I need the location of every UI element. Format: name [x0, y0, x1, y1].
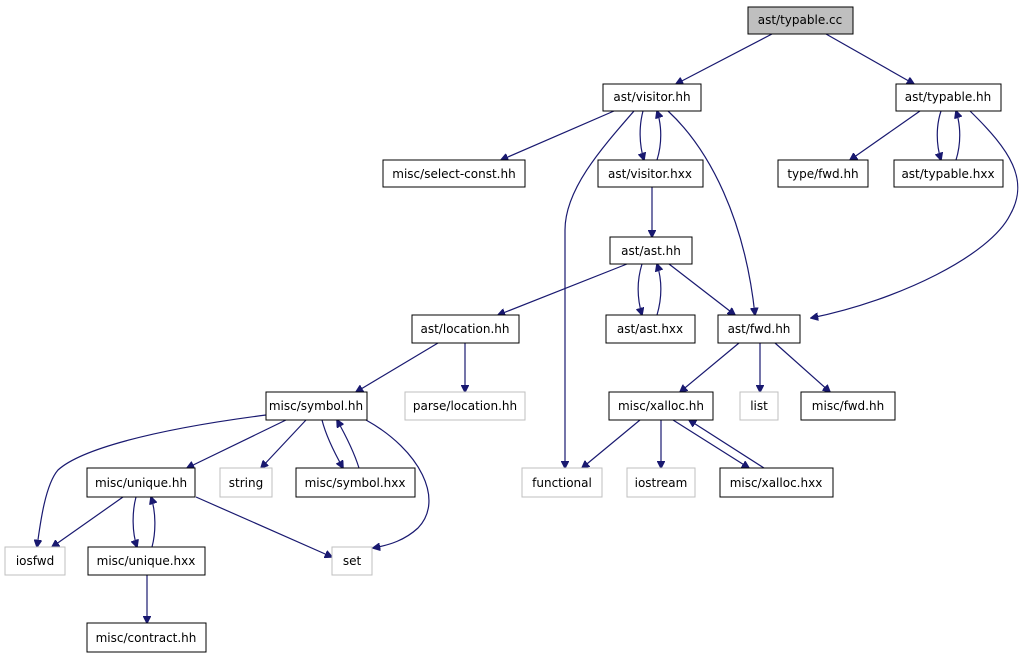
svg-text:ast/visitor.hh: ast/visitor.hh [613, 90, 690, 104]
edge-unique-hxx-to-unique-hh [151, 497, 155, 548]
edge-ast-fwd-to-xalloc-hh [680, 342, 740, 392]
node-string[interactable]: string [219, 467, 273, 498]
svg-text:ast/location.hh: ast/location.hh [421, 322, 510, 336]
node-ast-location-hh[interactable]: ast/location.hh [411, 314, 520, 344]
edge-symbol-hh-to-symbol-hxx [321, 419, 343, 468]
svg-text:parse/location.hh: parse/location.hh [413, 399, 517, 413]
node-misc-symbol-hh[interactable]: misc/symbol.hh [265, 391, 368, 421]
node-misc-fwd-hh[interactable]: misc/fwd.hh [800, 391, 896, 421]
svg-text:list: list [750, 399, 768, 413]
svg-text:misc/symbol.hh: misc/symbol.hh [269, 399, 363, 413]
edge-typable-hh-to-typable-hxx [937, 110, 941, 160]
edge-symbol-hh-to-iosfwd [37, 414, 267, 547]
edge-symbol-hh-to-unique-hh [187, 419, 287, 468]
svg-text:ast/visitor.hxx: ast/visitor.hxx [608, 167, 692, 181]
svg-text:misc/select-const.hh: misc/select-const.hh [392, 167, 515, 181]
svg-text:misc/fwd.hh: misc/fwd.hh [812, 399, 884, 413]
edge-root-to-typable-hh [825, 33, 914, 84]
node-parse-location-hh[interactable]: parse/location.hh [404, 391, 526, 421]
edge-typable-hxx-to-typable-hh [956, 111, 960, 161]
node-misc-contract-hh[interactable]: misc/contract.hh [86, 622, 207, 653]
svg-text:iostream: iostream [635, 476, 688, 490]
edge-visitor-hh-to-select-const [501, 110, 615, 160]
svg-text:ast/typable.cc: ast/typable.cc [758, 13, 842, 27]
node-ast-typable-hh[interactable]: ast/typable.hh [895, 83, 1002, 112]
edge-ast-hh-to-ast-fwd [668, 263, 735, 315]
edge-root-to-visitor-hh [676, 33, 773, 84]
edge-unique-hh-to-unique-hxx [133, 496, 137, 547]
node-set[interactable]: set [331, 546, 373, 576]
svg-text:type/fwd.hh: type/fwd.hh [787, 167, 858, 181]
node-misc-unique-hxx[interactable]: misc/unique.hxx [87, 546, 206, 576]
edge-ast-fwd-to-misc-fwd [774, 342, 830, 392]
edge-typable-hh-to-type-fwd [850, 110, 921, 160]
node-functional[interactable]: functional [521, 467, 603, 498]
svg-text:ast/fwd.hh: ast/fwd.hh [728, 322, 791, 336]
node-type-fwd-hh[interactable]: type/fwd.hh [777, 159, 869, 188]
edge-symbol-hxx-to-symbol-hh [337, 420, 360, 469]
node-ast-visitor-hxx[interactable]: ast/visitor.hxx [597, 159, 704, 188]
edge-xalloc-hh-to-functional [582, 419, 641, 468]
edge-visitor-hh-to-functional [565, 110, 635, 468]
edge-unique-hh-to-set [195, 496, 332, 557]
svg-text:set: set [343, 554, 362, 568]
node-ast-ast-hh[interactable]: ast/ast.hh [609, 236, 693, 265]
node-iostream[interactable]: iostream [626, 467, 696, 498]
svg-text:misc/xalloc.hxx: misc/xalloc.hxx [730, 476, 823, 490]
node-misc-xalloc-hxx[interactable]: misc/xalloc.hxx [719, 467, 834, 498]
edge-visitor-hh-to-visitor-hxx [640, 110, 644, 160]
svg-text:ast/typable.hh: ast/typable.hh [905, 90, 992, 104]
node-misc-unique-hh[interactable]: misc/unique.hh [86, 467, 196, 498]
svg-text:misc/unique.hxx: misc/unique.hxx [97, 554, 196, 568]
svg-text:string: string [229, 476, 263, 490]
edge-ast-hxx-to-ast-hh [657, 264, 661, 316]
node-iosfwd[interactable]: iosfwd [4, 546, 66, 576]
edge-ast-hh-to-location-hh [498, 263, 628, 315]
node-ast-visitor-hh[interactable]: ast/visitor.hh [602, 83, 702, 112]
edge-visitor-hh-to-ast-fwd [667, 110, 755, 315]
node-ast-ast-hxx[interactable]: ast/ast.hxx [605, 314, 696, 344]
svg-text:misc/contract.hh: misc/contract.hh [96, 631, 197, 645]
svg-text:misc/unique.hh: misc/unique.hh [95, 476, 187, 490]
edge-typable-hh-to-ast-fwd [811, 110, 1019, 318]
svg-text:functional: functional [532, 476, 592, 490]
node-misc-symbol-hxx[interactable]: misc/symbol.hxx [295, 467, 416, 498]
svg-text:ast/typable.hxx: ast/typable.hxx [901, 167, 994, 181]
node-misc-select-const-hh[interactable]: misc/select-const.hh [382, 159, 526, 188]
node-ast-typable-cc[interactable]: ast/typable.cc [747, 6, 854, 35]
edge-location-hh-to-symbol-hh [356, 342, 439, 392]
edge-xalloc-hxx-to-xalloc-hh [689, 420, 765, 469]
edge-ast-hh-to-ast-hxx [638, 263, 642, 315]
node-list[interactable]: list [739, 391, 779, 421]
svg-text:ast/ast.hh: ast/ast.hh [621, 244, 681, 258]
edge-symbol-hh-to-set [365, 419, 430, 548]
edge-symbol-hh-to-string [261, 419, 307, 468]
svg-text:ast/ast.hxx: ast/ast.hxx [617, 322, 683, 336]
node-ast-fwd-hh[interactable]: ast/fwd.hh [717, 314, 801, 344]
svg-text:iosfwd: iosfwd [16, 554, 54, 568]
node-misc-xalloc-hh[interactable]: misc/xalloc.hh [608, 391, 714, 421]
edge-xalloc-hh-to-xalloc-hxx [672, 419, 749, 468]
edge-unique-hh-to-iosfwd [52, 496, 124, 547]
svg-text:misc/xalloc.hh: misc/xalloc.hh [618, 399, 704, 413]
edge-visitor-hxx-to-visitor-hh [657, 111, 661, 161]
svg-text:misc/symbol.hxx: misc/symbol.hxx [305, 476, 406, 490]
node-ast-typable-hxx[interactable]: ast/typable.hxx [893, 159, 1004, 188]
